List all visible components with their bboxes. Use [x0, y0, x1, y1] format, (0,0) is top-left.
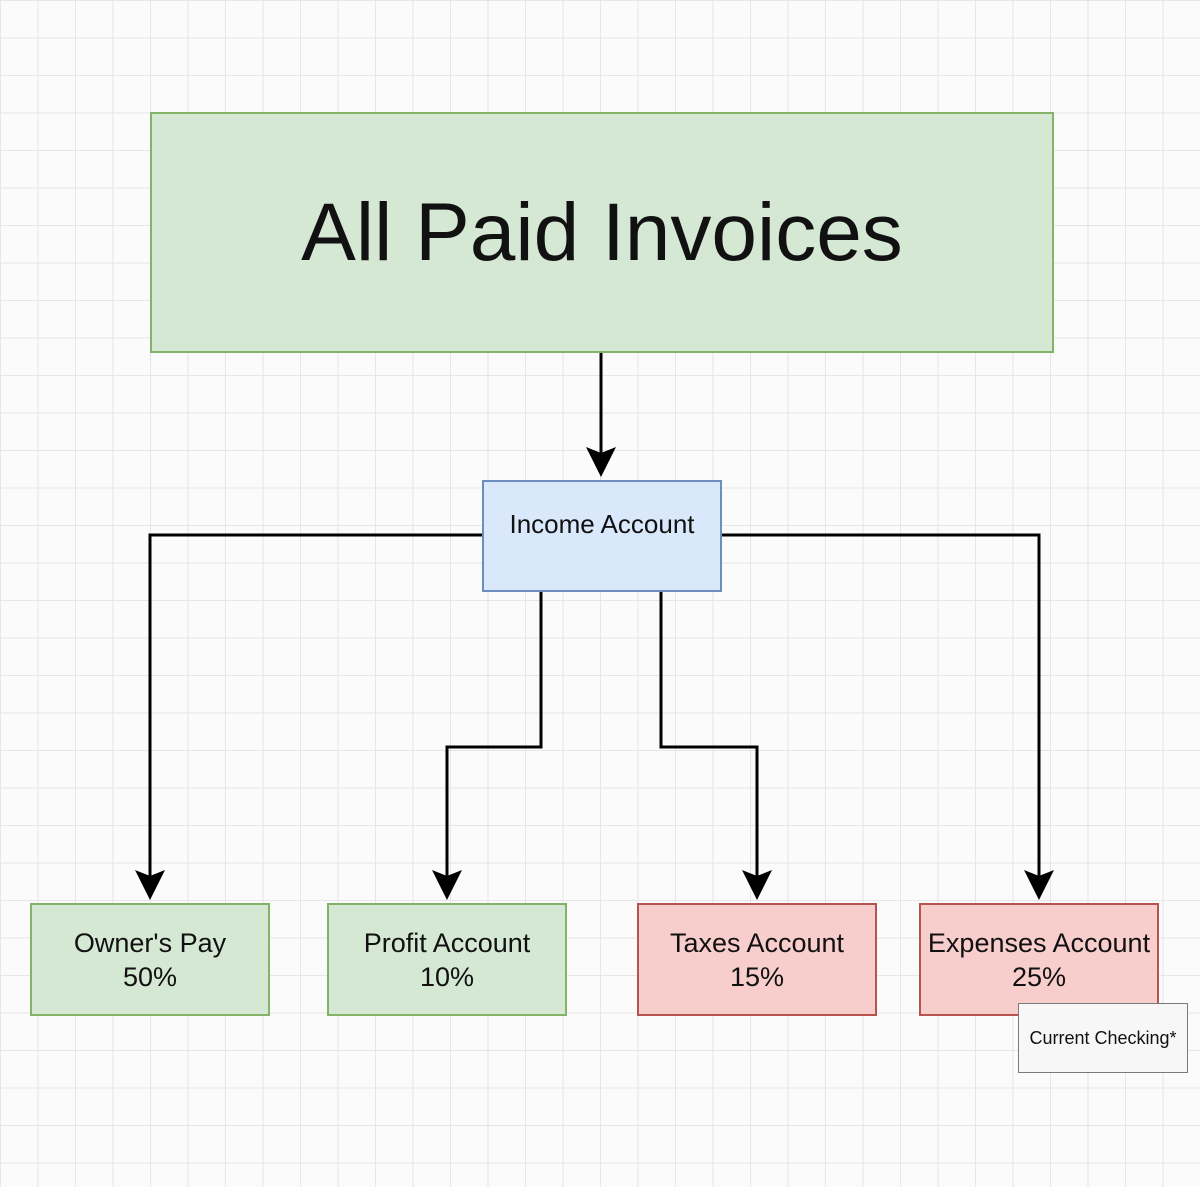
account-percent: 10%	[419, 961, 475, 992]
account-name: Profit Account	[363, 927, 531, 958]
connector-hub-to-taxes	[659, 592, 772, 900]
connector-hub-to-expenses	[722, 533, 1054, 900]
account-name: Expenses Account	[927, 927, 1151, 958]
account-node-owners-pay: Owner's Pay 50%	[30, 903, 270, 1016]
note-current-checking: Current Checking*	[1018, 1003, 1188, 1073]
root-label: All Paid Invoices	[301, 186, 903, 278]
account-percent: 15%	[729, 961, 785, 992]
note-label: Current Checking*	[1029, 1027, 1177, 1048]
account-name: Owner's Pay	[73, 927, 227, 958]
hub-node: Income Account	[482, 480, 722, 592]
account-percent: 25%	[1011, 961, 1067, 992]
root-node: All Paid Invoices	[150, 112, 1054, 353]
connector-hub-to-profit	[432, 592, 543, 900]
hub-label: Income Account	[509, 508, 695, 539]
account-node-expenses: Expenses Account 25%	[919, 903, 1159, 1016]
account-node-taxes: Taxes Account 15%	[637, 903, 877, 1016]
account-percent: 50%	[122, 961, 178, 992]
account-node-profit: Profit Account 10%	[327, 903, 567, 1016]
connector-hub-to-owner	[135, 533, 482, 900]
account-name: Taxes Account	[669, 927, 845, 958]
